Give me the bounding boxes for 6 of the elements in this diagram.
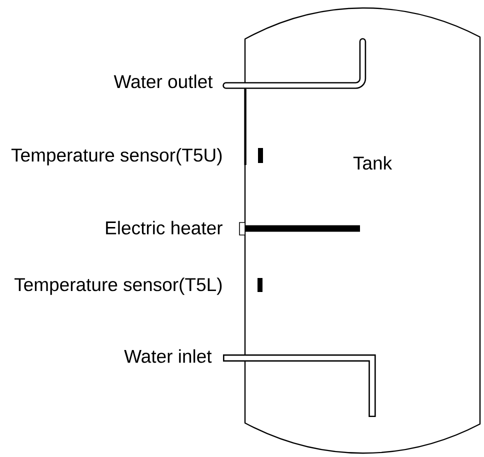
part-label: Temperature sensor(T5U) <box>11 148 222 166</box>
part-label: Water outlet <box>114 74 213 88</box>
part-label: Electric heater <box>106 220 222 234</box>
part-label: Water inlet <box>124 349 212 363</box>
part-label: Temperature sensor(T5L) <box>14 278 222 295</box>
tank: Tank <box>244 7 481 454</box>
